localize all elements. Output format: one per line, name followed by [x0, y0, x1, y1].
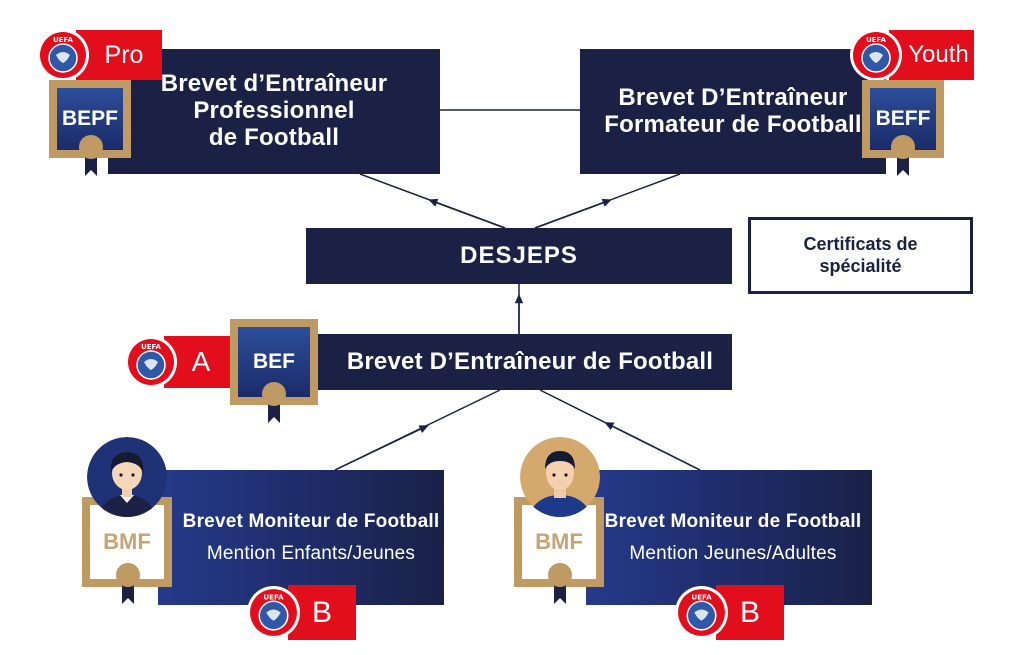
- bmf-enfants-subtitle: Mention Enfants/Jeunes: [206, 542, 416, 564]
- beff-box: Brevet D’Entraîneur Formateur de Footbal…: [580, 49, 886, 174]
- desjeps-box: DESJEPS: [306, 228, 732, 284]
- uefa-level-b-enfants: B: [311, 595, 332, 629]
- bmf-adultes-title: Brevet Moniteur de Football: [604, 511, 862, 533]
- bepf-badge-label: BEPF: [61, 107, 118, 130]
- uefa-level-pro: Pro: [104, 40, 144, 69]
- ribbon-icon: [77, 134, 105, 178]
- ribbon-icon: [889, 134, 917, 178]
- uefa-tag-b-enfants: B UEFA: [246, 585, 356, 640]
- arrow-head-bmf2-bef: [604, 422, 701, 471]
- svg-text:UEFA: UEFA: [866, 36, 886, 44]
- beff-badge-label: BEFF: [875, 107, 931, 130]
- arrow-head-bmf1-bef: [334, 425, 429, 471]
- svg-text:UEFA: UEFA: [263, 592, 284, 601]
- ribbon-icon: [546, 562, 574, 606]
- uefa-tag-b-adultes: B UEFA: [674, 585, 784, 640]
- svg-text:UEFA: UEFA: [691, 592, 712, 601]
- arrow-head-desjeps-beff: [534, 198, 612, 229]
- bmf-adultes-badge-label: BMF: [535, 529, 583, 554]
- uefa-level-a: A: [191, 346, 211, 377]
- uefa-tag-youth: Youth UEFA: [849, 29, 974, 81]
- uefa-tag-a: A UEFA: [124, 336, 236, 388]
- uefa-level-youth: Youth: [908, 41, 969, 68]
- child-avatar-icon: [87, 437, 167, 517]
- bef-badge-label: BEF: [253, 350, 295, 373]
- arrow-head-desjeps-bepf: [428, 198, 506, 229]
- svg-text:UEFA: UEFA: [141, 343, 161, 351]
- uefa-logo-icon: UEFA: [850, 29, 902, 81]
- bmf-enfants-badge-label: BMF: [103, 529, 151, 554]
- desjeps-title: DESJEPS: [460, 241, 578, 269]
- specialite-box: Certificats de spécialité: [748, 217, 973, 294]
- uefa-tag-pro: Pro UEFA: [36, 29, 162, 81]
- bmf-enfants-title: Brevet Moniteur de Football: [182, 511, 440, 533]
- ribbon-icon: [114, 562, 142, 606]
- bmf-adultes-box: Brevet Moniteur de Football Mention Jeun…: [586, 470, 872, 605]
- uefa-level-b-adultes: B: [739, 595, 760, 629]
- uefa-logo-icon: UEFA: [37, 29, 89, 81]
- uefa-logo-icon: UEFA: [675, 586, 728, 639]
- uefa-logo-icon: UEFA: [125, 336, 177, 388]
- bef-title: Brevet D’Entraîneur de Football: [346, 347, 714, 375]
- bmf-adultes-subtitle: Mention Jeunes/Adultes: [629, 542, 837, 564]
- beff-title: Brevet D’Entraîneur Formateur de Footbal…: [604, 83, 862, 138]
- adult-avatar-icon: [520, 437, 600, 517]
- bef-box: Brevet D’Entraîneur de Football: [300, 334, 732, 390]
- bepf-box: Brevet d’Entraîneur Professionnel de Foo…: [108, 49, 440, 174]
- specialite-title: Certificats de spécialité: [803, 233, 918, 276]
- bmf-enfants-box: Brevet Moniteur de Football Mention Enfa…: [158, 470, 444, 605]
- uefa-logo-icon: UEFA: [247, 586, 300, 639]
- svg-text:UEFA: UEFA: [53, 36, 73, 44]
- ribbon-icon: [260, 381, 288, 425]
- bepf-title: Brevet d’Entraîneur Professionnel de Foo…: [160, 70, 388, 151]
